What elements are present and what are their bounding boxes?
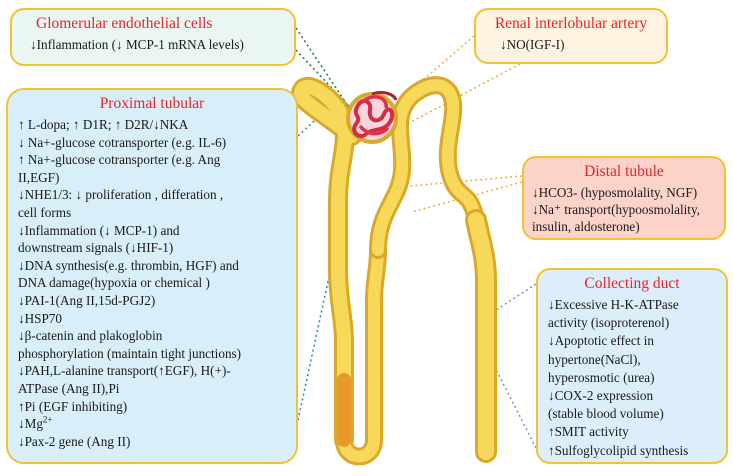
proximal-line: DNA damage(hypoxia or chemical )	[18, 275, 210, 291]
distal-tubule	[369, 76, 485, 259]
collecting-title: Collecting duct	[584, 275, 680, 292]
proximal-tubule	[291, 77, 362, 450]
collecting-duct-box: Collecting duct ↓Excessive H-K-ATPase ac…	[536, 268, 728, 464]
proximal-line: downstream signals (↓HIF-1)	[18, 240, 174, 256]
connector-renal-artery-2	[391, 63, 521, 133]
connector-glomerular	[295, 27, 353, 113]
proximal-line: ATPase (Ang II),Pi	[18, 380, 120, 396]
connector-proximal-bottom	[297, 225, 341, 421]
proximal-line: II,EGF)	[18, 169, 60, 185]
collecting-line: ↓Apoptotic effect in	[548, 333, 654, 349]
mg-prefix: ↓Mg	[18, 416, 43, 432]
proximal-line: ↑ Na+-glucose cotransporter (e.g. Ang	[18, 152, 221, 168]
connector-distal-1	[409, 175, 523, 187]
collecting-line: (stable blood volume)	[548, 406, 664, 422]
proximal-line: phosphorylation (maintain tight junction…	[18, 345, 242, 361]
proximal-line-mg: ↓Mg2+	[18, 415, 286, 433]
connector-lines	[295, 27, 537, 449]
collecting-line: ↓COX-2 expression	[548, 388, 654, 404]
distal-tubule-box: Distal tubule ↓HCO3- (hyposmolality, NGF…	[522, 156, 726, 240]
proximal-tubular-box: Proximal tubular ↑ L-dopa; ↑ D1R; ↑ D2R/…	[6, 88, 298, 464]
collecting-line: hyperosmotic (urea)	[548, 369, 655, 385]
collecting-duct-tube	[465, 209, 497, 463]
glomerulus	[346, 90, 398, 144]
loop-of-henle	[335, 241, 387, 466]
proximal-line: ↓PAH,L-alanine transport(↑EGF), H(+)-	[18, 363, 231, 379]
collecting-line: activity (isoproterenol)	[548, 315, 670, 331]
proximal-line: ↓ Na+-glucose cotransporter (e.g. IL-6)	[18, 134, 227, 150]
distal-line: ↓HCO3- (hyposmolality, NGF)	[532, 185, 698, 200]
proximal-title: Proximal tubular	[99, 95, 205, 112]
mg-superscript: 2+	[42, 414, 53, 425]
glomerular-line: ↓Inflammation (↓ MCP-1 mRNA levels)	[30, 37, 244, 52]
collecting-line: ↓Excessive H-K-ATPase	[548, 297, 679, 312]
distal-line: insulin, aldosterone)	[532, 219, 640, 234]
connector-proximal-top	[297, 109, 327, 137]
proximal-line: ↓DNA synthesis(e.g. thrombin, HGF) and	[18, 257, 239, 273]
proximal-line: ↑ L-dopa; ↑ D1R; ↑ D2R/↓NKA	[18, 117, 189, 132]
distal-title: Distal tubule	[584, 163, 664, 180]
proximal-line: ↓β-catenin and plakoglobin	[18, 328, 163, 344]
proximal-line: ↓HSP70	[18, 310, 62, 326]
glomerular-title: Glomerular endothelial cells	[36, 15, 213, 32]
connector-collecting-1	[483, 283, 537, 319]
proximal-line: ↓Pax-2 gene (Ang II)	[18, 433, 131, 449]
proximal-line: ↓Inflammation (↓ MCP-1) and	[18, 222, 180, 238]
proximal-line: ↓NHE1/3: ↓ proliferation , differation ,	[18, 187, 224, 203]
tubules	[291, 76, 497, 466]
collecting-line: ↑SMIT activity	[548, 424, 629, 440]
glomerular-endothelial-box: Glomerular endothelial cells ↓Inflammati…	[10, 8, 296, 66]
renal-artery-title: Renal interlobular artery	[494, 15, 648, 32]
collecting-line: ↑Sulfoglycolipid synthesis	[548, 442, 689, 458]
collecting-line: hypertone(NaCl),	[548, 351, 641, 367]
connector-distal-2	[411, 181, 523, 213]
renal-artery-box: Renal interlobular artery ↓NO(IGF-I)	[474, 8, 668, 64]
proximal-line: cell forms	[18, 204, 72, 220]
connector-renal-artery	[387, 35, 475, 111]
distal-line: ↓Na⁺ transport(hypoosmolality,	[532, 202, 700, 217]
proximal-line: ↓PAI-1(Ang II,15d-PGJ2)	[18, 292, 156, 308]
proximal-line: ↑Pi (EGF inhibiting)	[18, 398, 128, 414]
renal-artery-line: ↓NO(IGF-I)	[500, 37, 565, 52]
connector-glomerular-2	[295, 49, 361, 119]
connector-collecting-2	[485, 349, 537, 449]
